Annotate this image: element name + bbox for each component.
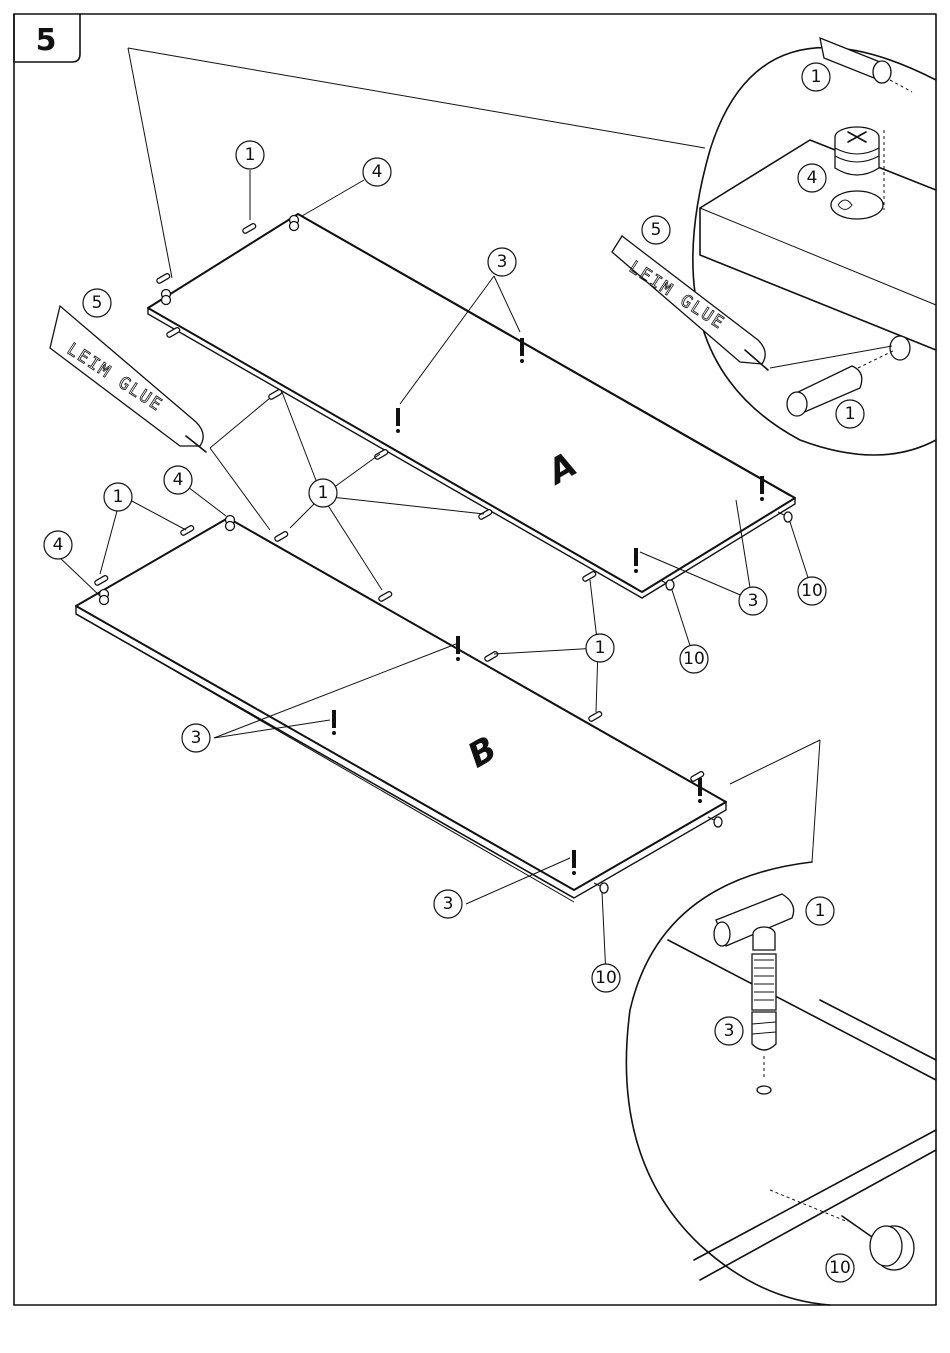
svg-text:3: 3 <box>724 1021 735 1041</box>
callout-foot: 10 <box>592 964 620 992</box>
callout-cam: 4 <box>44 531 72 559</box>
svg-text:10: 10 <box>801 581 823 601</box>
svg-text:4: 4 <box>807 168 818 188</box>
callout-screw: 3 <box>182 724 210 752</box>
callout-screw: 3 <box>739 587 767 615</box>
svg-text:3: 3 <box>748 591 759 611</box>
svg-text:1: 1 <box>811 67 822 87</box>
callout-cam: 4 <box>164 466 192 494</box>
callout-dowel: 1 <box>309 479 337 507</box>
screw-icon <box>752 927 776 1094</box>
svg-text:5: 5 <box>651 220 662 240</box>
callout-dowel: 1 <box>236 141 264 169</box>
glue-label: LEIM GLUE <box>63 339 166 416</box>
callout-cam: 4 <box>363 158 391 186</box>
callout-dowel: 1 <box>806 897 834 925</box>
callout-dowel: 1 <box>104 483 132 511</box>
callout-foot: 10 <box>826 1254 854 1282</box>
screw-foot-detail-inset <box>626 862 936 1305</box>
svg-text:1: 1 <box>318 483 329 503</box>
callout-screw: 3 <box>434 890 462 918</box>
dowel-icon <box>820 38 912 92</box>
callout-glue: 5 <box>83 289 111 317</box>
callout-dowel: 1 <box>802 63 830 91</box>
svg-text:10: 10 <box>829 1258 851 1278</box>
svg-text:3: 3 <box>443 894 454 914</box>
callout-foot: 10 <box>680 645 708 673</box>
svg-text:5: 5 <box>92 293 103 313</box>
callout-cam: 4 <box>798 164 826 192</box>
cam-lock-detail-inset: LEIM GLUE <box>612 38 936 455</box>
callout-foot: 10 <box>798 577 826 605</box>
svg-text:1: 1 <box>815 901 826 921</box>
svg-text:1: 1 <box>113 487 124 507</box>
svg-text:1: 1 <box>595 638 606 658</box>
callout-glue: 5 <box>642 216 670 244</box>
svg-text:10: 10 <box>595 968 617 988</box>
callout-screw: 3 <box>715 1017 743 1045</box>
glue-label: LEIM GLUE <box>625 257 728 334</box>
step-number: 5 <box>36 23 57 58</box>
callout-dowel: 1 <box>586 634 614 662</box>
svg-text:4: 4 <box>53 535 64 555</box>
svg-text:3: 3 <box>191 728 202 748</box>
callout-screw: 3 <box>488 248 516 276</box>
svg-text:4: 4 <box>372 162 383 182</box>
svg-text:1: 1 <box>845 404 856 424</box>
svg-text:10: 10 <box>683 649 705 669</box>
svg-text:3: 3 <box>497 252 508 272</box>
cam-lock-icon <box>831 127 884 219</box>
svg-text:1: 1 <box>245 145 256 165</box>
callout-dowel: 1 <box>836 400 864 428</box>
glue-tube-icon: LEIM GLUE <box>612 236 892 370</box>
svg-text:4: 4 <box>173 470 184 490</box>
